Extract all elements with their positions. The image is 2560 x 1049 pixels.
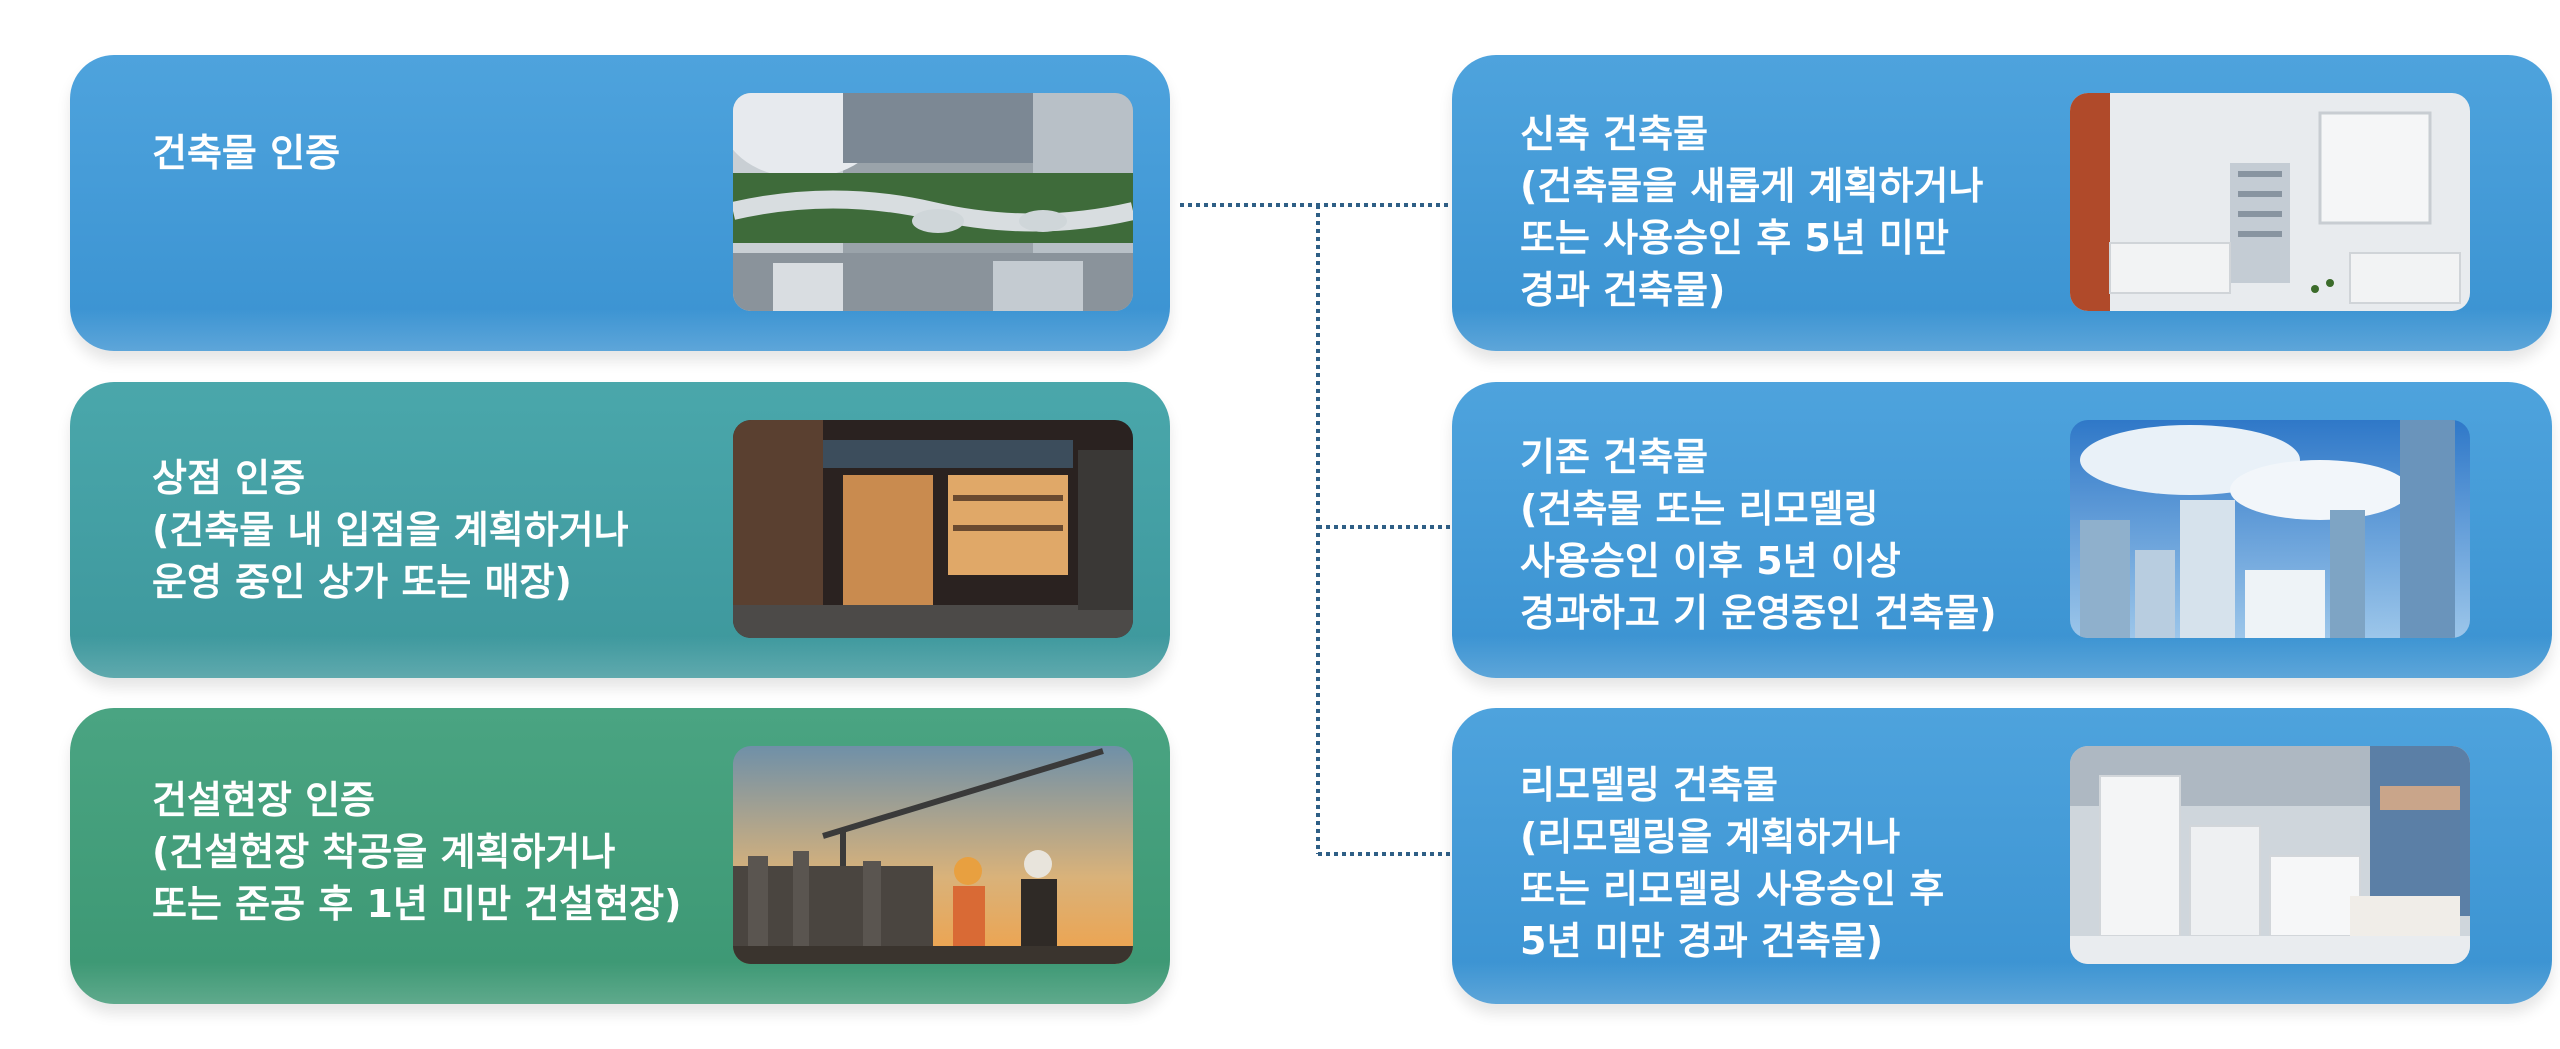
existing-building-card[interactable]: 기존 건축물 (건축물 또는 리모델링 사용승인 이후 5년 이상 경과하고 기… — [1452, 382, 2552, 678]
card-line: (건축물 내 입점을 계획하거나 — [152, 508, 629, 552]
construction-site-image — [733, 746, 1133, 964]
card-line: 상점 인증 — [152, 456, 306, 500]
card-title: 기존 건축물 (건축물 또는 리모델링 사용승인 이후 5년 이상 경과하고 기… — [1520, 431, 1997, 639]
storefront-image — [733, 420, 1133, 638]
card-title: 리모델링 건축물 (리모델링을 계획하거나 또는 리모델링 사용승인 후 5년 … — [1520, 759, 1944, 967]
card-title: 상점 인증 (건축물 내 입점을 계획하거나 운영 중인 상가 또는 매장) — [152, 452, 629, 608]
card-title: 건축물 인증 — [152, 127, 340, 179]
card-line: 또는 준공 후 1년 미만 건설현장) — [152, 882, 682, 926]
card-line: 운영 중인 상가 또는 매장) — [152, 560, 572, 604]
card-line: 경과하고 기 운영중인 건축물) — [1520, 591, 1997, 635]
store-certification-card[interactable]: 상점 인증 (건축물 내 입점을 계획하거나 운영 중인 상가 또는 매장) — [70, 382, 1170, 678]
new-building-card[interactable]: 신축 건축물 (건축물을 새롭게 계획하거나 또는 사용승인 후 5년 미만 경… — [1452, 55, 2552, 351]
building-aerial-image — [733, 93, 1133, 311]
card-line: (건축물을 새롭게 계획하거나 — [1520, 164, 1984, 208]
card-line: 신축 건축물 — [1520, 112, 1709, 156]
card-line: 리모델링 건축물 — [1520, 763, 1778, 807]
card-line: 또는 사용승인 후 5년 미만 — [1520, 216, 1949, 260]
card-line: 건축물 인증 — [152, 131, 341, 175]
card-line: 건설현장 인증 — [152, 778, 375, 822]
card-line: (건설현장 착공을 계획하거나 — [152, 830, 616, 874]
construction-site-certification-card[interactable]: 건설현장 인증 (건설현장 착공을 계획하거나 또는 준공 후 1년 미만 건설… — [70, 708, 1170, 1004]
card-line: 5년 미만 경과 건축물) — [1520, 919, 1884, 963]
architecture-model-image — [2070, 93, 2470, 311]
remodeling-model-image — [2070, 746, 2470, 964]
card-line: (건축물 또는 리모델링 — [1520, 487, 1879, 531]
remodeling-building-card[interactable]: 리모델링 건축물 (리모델링을 계획하거나 또는 리모델링 사용승인 후 5년 … — [1452, 708, 2552, 1004]
skyline-image — [2070, 420, 2470, 638]
card-line: 또는 리모델링 사용승인 후 — [1520, 867, 1945, 911]
card-line: 사용승인 이후 5년 이상 — [1520, 539, 1901, 583]
card-line: 기존 건축물 — [1520, 435, 1709, 479]
card-line: (리모델링을 계획하거나 — [1520, 815, 1901, 859]
building-certification-card[interactable]: 건축물 인증 — [70, 55, 1170, 351]
card-title: 건설현장 인증 (건설현장 착공을 계획하거나 또는 준공 후 1년 미만 건설… — [152, 774, 681, 930]
card-title: 신축 건축물 (건축물을 새롭게 계획하거나 또는 사용승인 후 5년 미만 경… — [1520, 108, 1983, 316]
card-line: 경과 건축물) — [1520, 268, 1726, 312]
